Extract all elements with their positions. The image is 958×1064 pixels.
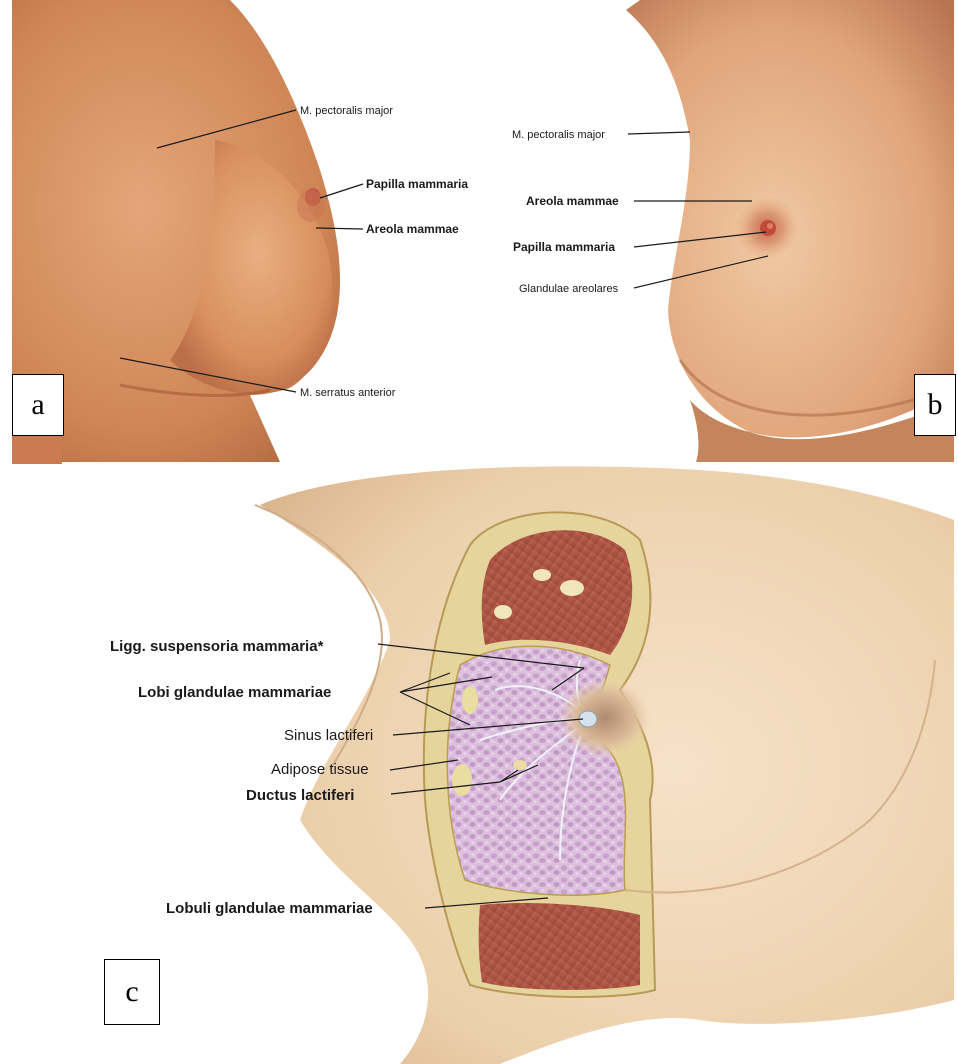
label-a-areola: Areola mammae — [366, 222, 459, 236]
panel-c-fat-pocket — [462, 686, 478, 714]
label-c-lobi: Lobi glandulae mammariae — [138, 684, 331, 701]
label-a-papilla: Papilla mammaria — [366, 177, 468, 191]
label-c-adipose: Adipose tissue — [271, 761, 369, 778]
panel-c-letter: c — [104, 959, 160, 1025]
label-c-ductus: Ductus lactiferi — [246, 787, 354, 804]
panel-b: M. pectoralis major Areola mammae Papill… — [512, 0, 954, 462]
label-a-serratus: M. serratus anterior — [300, 387, 396, 399]
label-a-pectoralis: M. pectoralis major — [300, 105, 393, 117]
label-c-sinus: Sinus lactiferi — [284, 727, 373, 744]
leader-b-pectoralis — [628, 132, 690, 134]
panel-c-fat-globule — [494, 605, 512, 619]
label-b-areola: Areola mammae — [526, 194, 619, 208]
label-b-pectoralis: M. pectoralis major — [512, 129, 605, 141]
label-b-glandulae: Glandulae areolares — [519, 283, 619, 295]
panel-c-muscle-upper — [482, 530, 633, 655]
panel-c-fat-pocket — [452, 764, 472, 796]
panel-b-letter: b — [914, 374, 956, 436]
panel-a-areola — [297, 190, 325, 222]
label-c-lobuli: Lobuli glandulae mammariae — [166, 900, 373, 917]
panel-c: Ligg. suspensoria mammaria* Lobi glandul… — [110, 466, 954, 1064]
label-c-ligg: Ligg. suspensoria mammaria* — [110, 638, 324, 655]
label-b-papilla: Papilla mammaria — [513, 240, 615, 254]
panel-c-fat-globule — [533, 569, 551, 581]
panel-c-fat-globule — [560, 580, 584, 596]
panel-c-fat-pocket — [513, 760, 527, 770]
panel-a-letter: a — [12, 374, 64, 436]
panel-a: M. pectoralis major Papilla mammaria Are… — [12, 0, 468, 464]
panel-b-nipple-highlight — [767, 223, 773, 229]
panel-c-areola — [559, 678, 651, 758]
panel-c-muscle-lower — [479, 903, 640, 990]
